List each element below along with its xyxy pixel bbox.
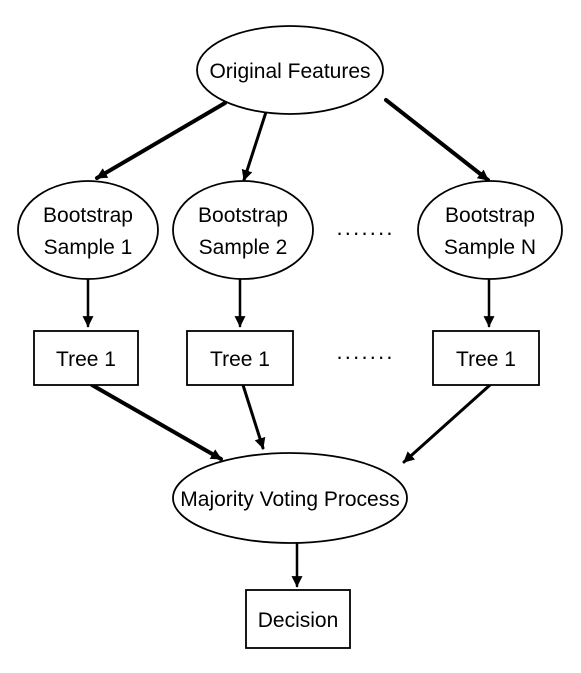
original-features-node: Original Features (196, 25, 384, 115)
edge-root-to-sample-1 (95, 101, 227, 180)
trees-ellipsis: ······· (336, 344, 394, 369)
tree-1-node: Tree 1 (33, 330, 139, 386)
bootstrap-sample-2-line2: Sample 2 (199, 236, 288, 259)
tree-2-node: Tree 1 (186, 330, 294, 386)
tree-n-label: Tree 1 (456, 348, 516, 371)
bootstrap-sample-1-line1: Bootstrap (43, 204, 133, 227)
majority-voting-label: Majority Voting Process (180, 488, 399, 511)
bootstrap-sample-n-node: Bootstrap Sample N (417, 180, 563, 280)
edge-tree-1-to-voting (90, 383, 223, 461)
tree-1-label: Tree 1 (56, 348, 116, 371)
bootstrap-sample-1-line2: Sample 1 (44, 236, 133, 259)
edge-root-to-sample-n (384, 98, 490, 182)
original-features-label: Original Features (209, 60, 370, 83)
decision-label: Decision (258, 609, 339, 632)
samples-ellipsis: ······· (336, 220, 394, 245)
edge-tree-2-to-voting (241, 383, 266, 450)
tree-2-label: Tree 1 (210, 348, 270, 371)
majority-voting-node: Majority Voting Process (172, 452, 408, 544)
tree-n-node: Tree 1 (432, 330, 540, 386)
bootstrap-sample-2-node: Bootstrap Sample 2 (172, 180, 314, 280)
bootstrap-sample-n-line2: Sample N (444, 236, 536, 259)
edge-tree-n-to-voting (402, 383, 492, 464)
edge-root-to-sample-2 (241, 110, 268, 182)
decision-node: Decision (245, 589, 351, 649)
bootstrap-sample-2-line1: Bootstrap (198, 204, 288, 227)
bootstrap-sample-n-line1: Bootstrap (445, 204, 535, 227)
bootstrap-sample-1-node: Bootstrap Sample 1 (17, 180, 159, 280)
